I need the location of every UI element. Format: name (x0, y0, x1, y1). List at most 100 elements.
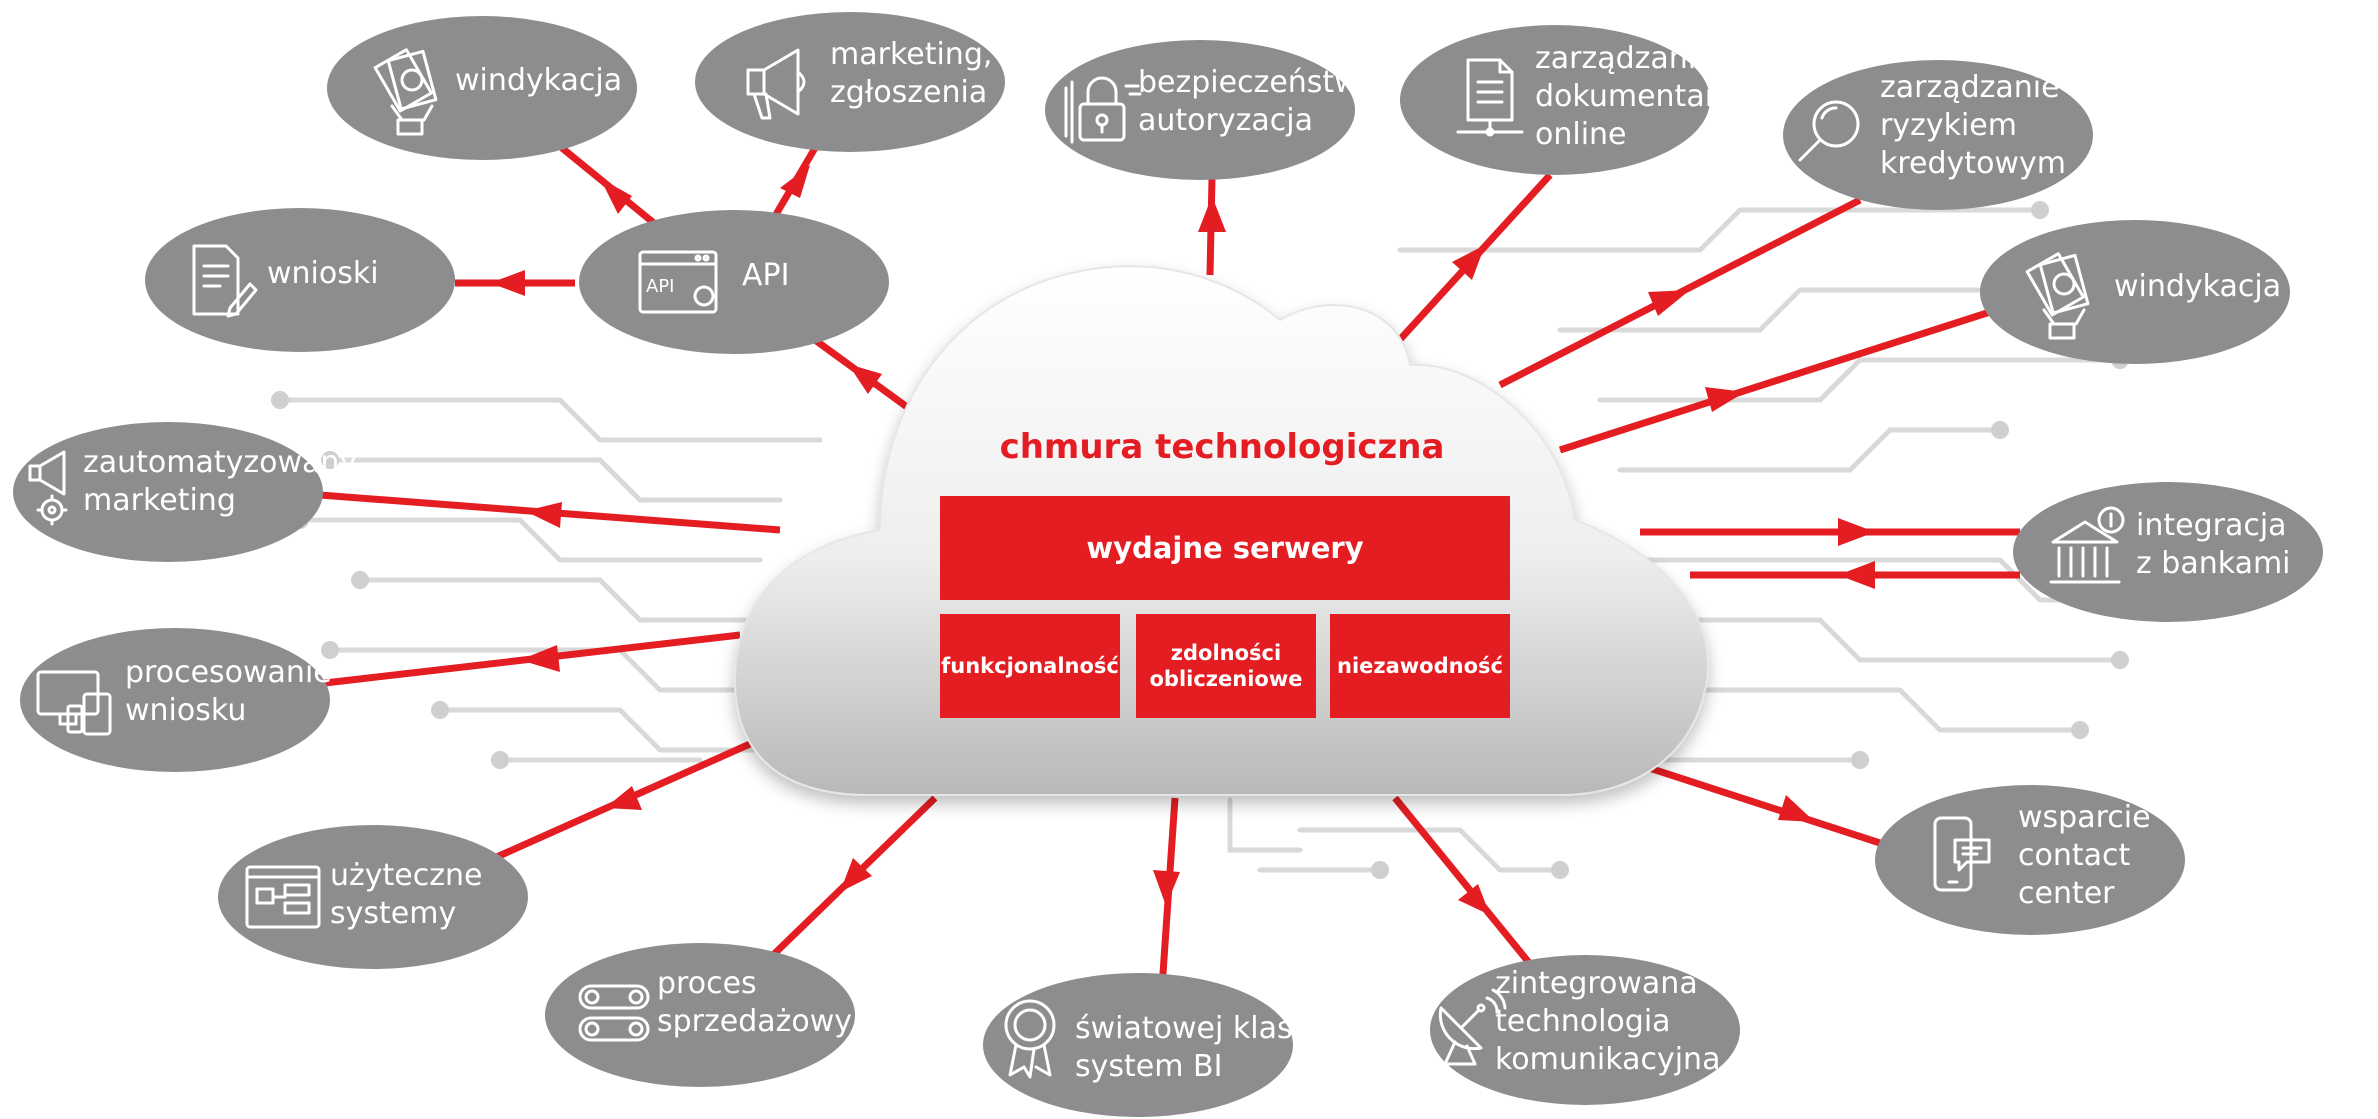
node-procesowanie (20, 628, 330, 772)
node-label-line: zintegrowana (1495, 966, 1698, 1001)
bank-icon (2049, 506, 2125, 584)
capability-box-line: obliczeniowe (1150, 667, 1303, 691)
node-label-line: dokumentami (1535, 79, 1742, 114)
arrowhead (1452, 245, 1485, 280)
node-dokumenty (1400, 25, 1710, 175)
node-bezpieczenstwo (1045, 40, 1355, 180)
svg-text:API: API (646, 276, 674, 297)
node-label-line: wnioski (267, 256, 379, 291)
node-label-line: marketing, (830, 37, 992, 72)
node-label-line: autoryzacja (1138, 103, 1313, 138)
satellite-nodes: API (13, 12, 2323, 1117)
node-label-api: API (742, 258, 789, 293)
capability-box-line: niezawodność (1337, 654, 1503, 678)
arrowhead (1198, 196, 1226, 232)
node-label-line: bezpieczeństwo, (1138, 65, 1387, 100)
capability-box-bg (940, 614, 1120, 718)
api-window-icon: API (638, 250, 718, 314)
arrowhead (490, 270, 525, 296)
node-label-line: światowej klasy (1075, 1011, 1310, 1046)
node-label-line: ryzykiem (1880, 108, 2017, 143)
node-label-line: windykacja (2114, 269, 2281, 304)
arrowhead (1458, 884, 1490, 915)
node-marketing (695, 12, 1005, 152)
arrowhead (848, 364, 882, 394)
node-label-line: komunikacyjna (1495, 1042, 1720, 1077)
node-label-line: zgłoszenia (830, 75, 987, 110)
node-label-line: wsparcie (2018, 800, 2151, 835)
capability-box-label: funkcjonalność (941, 654, 1119, 678)
node-windykacja-top (327, 16, 637, 160)
capability-box-line: funkcjonalność (941, 654, 1119, 678)
node-label-line: proces (657, 966, 757, 1001)
technology-cloud: chmura technologiczna wydajne serwery fu… (733, 265, 1710, 796)
node-automarketing (13, 422, 323, 562)
node-labels: windykacja marketing,zgłoszenia bezpieczeń… (83, 37, 2291, 1084)
capability-box-line: zdolności (1171, 641, 1281, 665)
arrowhead (605, 786, 642, 810)
node-label-line: contact (2018, 838, 2131, 873)
magnifier-icon (1798, 100, 1860, 162)
node-label-marketing: marketing,zgłoszenia (830, 37, 992, 110)
node-label-line: windykacja (455, 63, 622, 98)
document-network-icon (1456, 58, 1524, 137)
node-integracja (2013, 482, 2323, 622)
money-hand-icon (2025, 252, 2090, 340)
node-label-line: zautomatyzowany (83, 445, 357, 480)
node-label-line: integracja (2136, 508, 2287, 543)
cloud-title: chmura technologiczna (1000, 427, 1445, 467)
node-bi (983, 973, 1293, 1117)
node-label-line: wniosku (125, 693, 246, 728)
arrowhead (525, 502, 562, 528)
arrowhead (1648, 290, 1690, 316)
capability-box-label: niezawodność (1337, 654, 1503, 678)
arrowhead (1153, 870, 1180, 906)
arrowhead (1838, 518, 1875, 546)
node-label-line: system BI (1075, 1049, 1222, 1084)
node-label-line: marketing (83, 483, 236, 518)
node-label-line: API (742, 258, 789, 293)
capability-box-bg (1136, 614, 1316, 718)
money-hand-icon (373, 48, 438, 136)
connector-arrows (319, 145, 2020, 989)
capability-box-bg (1330, 614, 1510, 718)
devices-icon (36, 670, 112, 736)
node-windykacja-right (1980, 220, 2290, 364)
node-label-line: procesowanie (125, 655, 332, 690)
edge-cloud-komunikacja (1392, 795, 1538, 973)
node-komunikacja (1430, 955, 1740, 1105)
arrowhead (520, 645, 560, 672)
node-wsparcie (1875, 785, 2185, 935)
main-box-label: wydajne serwery (1086, 531, 1363, 565)
node-label-line: sprzedażowy (657, 1004, 852, 1039)
node-label-bezpieczenstwo: bezpieczeństwo,autoryzacja (1138, 65, 1387, 138)
window-blocks-icon (245, 865, 321, 929)
megaphone-gear-icon (28, 450, 68, 526)
arrowhead (780, 165, 810, 198)
arrowhead (1778, 795, 1815, 822)
node-label-windykacja-top: windykacja (455, 63, 622, 98)
node-api: API (579, 210, 889, 354)
node-label-line: z bankami (2136, 546, 2291, 581)
node-label-line: zarządzanie (1880, 70, 2060, 105)
megaphone-icon (746, 48, 806, 120)
satellite-dish-icon (1438, 988, 1507, 1066)
node-label-line: online (1535, 117, 1627, 152)
arrowhead (1705, 387, 1745, 412)
node-label-line: systemy (330, 896, 456, 931)
node-ryzyko (1783, 60, 2093, 210)
arrowhead (1838, 561, 1875, 589)
document-pen-icon (192, 244, 258, 318)
node-sprzedaz (545, 943, 855, 1087)
node-label-line: technologia (1495, 1004, 1671, 1039)
